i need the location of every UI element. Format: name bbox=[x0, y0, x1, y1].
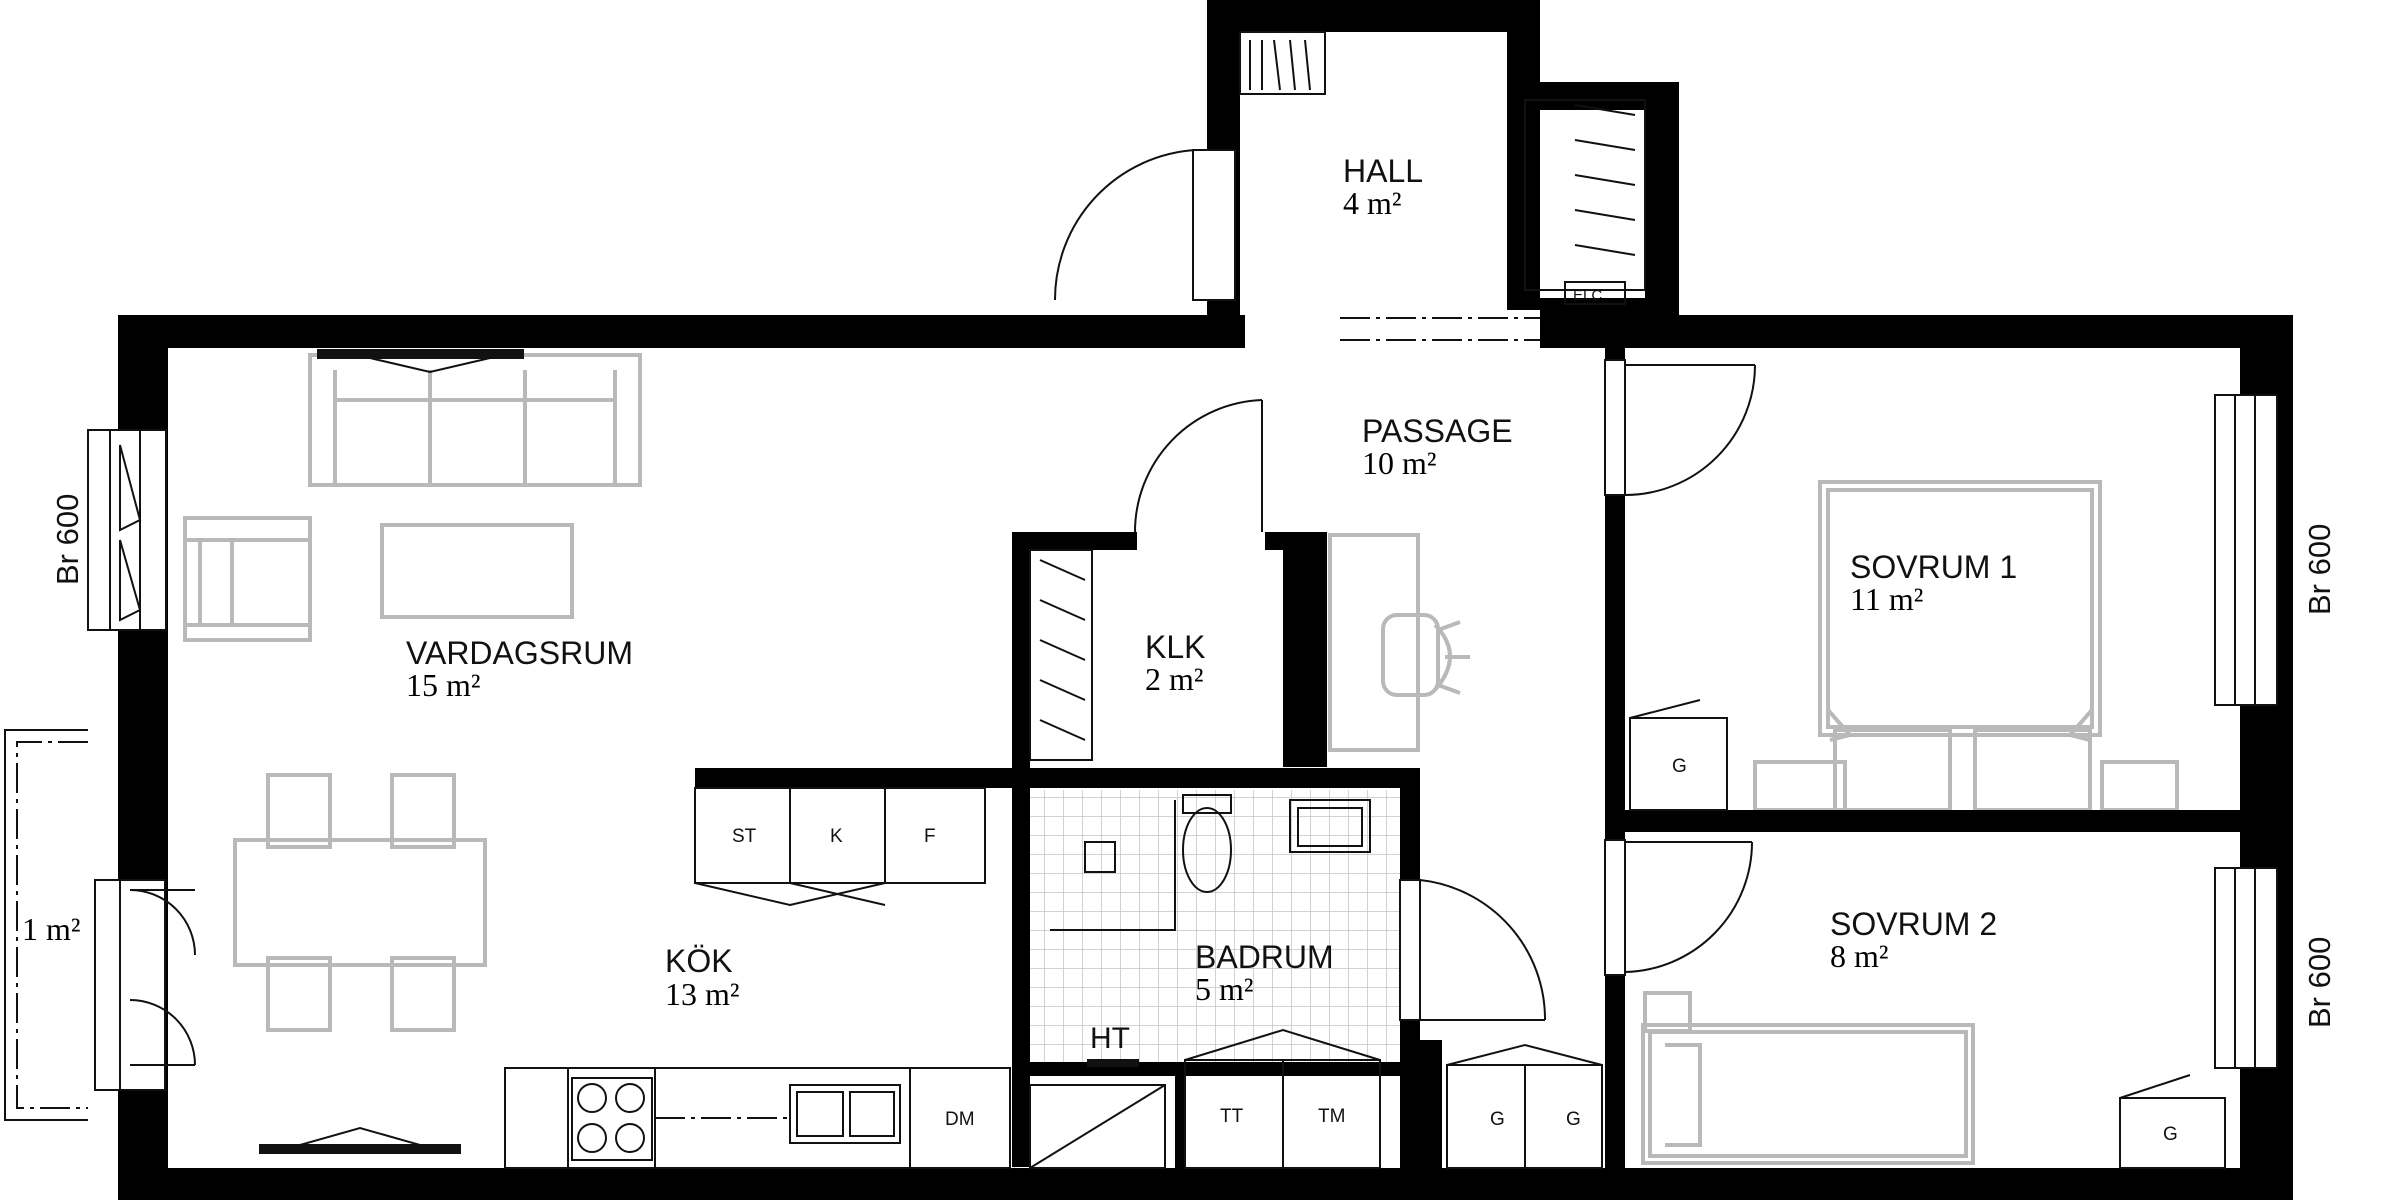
window-left-width: Br 600 bbox=[50, 494, 85, 585]
label-st: ST bbox=[732, 826, 757, 847]
passage-name: PASSAGE bbox=[1362, 413, 1513, 449]
label-g3: G bbox=[1672, 756, 1687, 777]
wardrobe-hall-right bbox=[1524, 99, 1646, 291]
furniture bbox=[183, 353, 2179, 1165]
window-left-1 bbox=[87, 429, 167, 631]
sofa bbox=[308, 353, 642, 487]
vardagsrum-area: 15 m² bbox=[406, 667, 480, 703]
wardrobe-hall-top bbox=[1239, 31, 1326, 95]
shower-drain bbox=[1084, 841, 1116, 873]
hob bbox=[571, 1077, 653, 1161]
wardrobe-klk bbox=[1029, 549, 1093, 761]
hall-area: 4 m² bbox=[1343, 185, 1401, 221]
vardagsrum-name: VARDAGSRUM bbox=[406, 635, 633, 671]
sovrum1-area: 11 m² bbox=[1850, 581, 1923, 617]
label-elc: ELC bbox=[1573, 287, 1602, 304]
balkong bbox=[4, 729, 88, 1121]
closets-g bbox=[1446, 699, 2226, 1169]
tv-lower bbox=[259, 1144, 461, 1154]
label-k: K bbox=[830, 826, 843, 847]
bath-sink bbox=[1289, 799, 1371, 853]
wardrobes bbox=[1029, 31, 1646, 761]
label-f: F bbox=[924, 826, 936, 847]
balkong-area: 1 m² bbox=[22, 911, 80, 947]
label-tt: TT bbox=[1220, 1106, 1244, 1127]
sovrum1-name: SOVRUM 1 bbox=[1850, 549, 2017, 585]
doors bbox=[129, 149, 1756, 1066]
toilet bbox=[1182, 807, 1232, 893]
balcony-door bbox=[94, 879, 166, 1091]
entrance-door-swing bbox=[1053, 149, 1196, 301]
label-ht: HT bbox=[1090, 1022, 1130, 1055]
badrum-name: BADRUM bbox=[1195, 939, 1334, 975]
elc-box bbox=[1564, 281, 1626, 305]
label-g4: G bbox=[2163, 1124, 2178, 1145]
kok-name: KÖK bbox=[665, 943, 733, 979]
tv-upper bbox=[317, 349, 524, 359]
dining-set bbox=[233, 773, 487, 1032]
armchair bbox=[183, 516, 312, 642]
kok-area: 13 m² bbox=[665, 976, 739, 1012]
kitchen bbox=[259, 349, 1011, 1169]
single-bed bbox=[1641, 991, 1975, 1165]
kitchen-upper-row bbox=[694, 787, 986, 884]
klk-name: KLK bbox=[1145, 629, 1205, 665]
sovrum2-area: 8 m² bbox=[1830, 938, 1888, 974]
fixture-labels: ST K F DM TT TM HT G G G G ELC bbox=[732, 287, 2178, 1145]
room-labels: HALL 4 m² PASSAGE 10 m² VARDAGSRUM 15 m²… bbox=[22, 153, 2017, 1012]
label-tm: TM bbox=[1318, 1106, 1345, 1127]
badrum-area: 5 m² bbox=[1195, 971, 1253, 1007]
label-dm: DM bbox=[945, 1109, 975, 1130]
passage-area: 10 m² bbox=[1362, 445, 1436, 481]
sovrum2-name: SOVRUM 2 bbox=[1830, 906, 1997, 942]
label-g2: G bbox=[1566, 1109, 1581, 1130]
window-right-top-width: Br 600 bbox=[2302, 524, 2337, 615]
bathroom bbox=[1029, 794, 1381, 1169]
kitchen-counter bbox=[504, 1067, 1011, 1169]
coffee-table bbox=[380, 523, 574, 619]
badrum-tile-floor bbox=[1022, 790, 1406, 1062]
double-bed bbox=[1753, 480, 2179, 812]
label-g1: G bbox=[1490, 1109, 1505, 1130]
window-right-1 bbox=[2214, 394, 2278, 706]
hall-name: HALL bbox=[1343, 153, 1423, 189]
window-right-bottom-width: Br 600 bbox=[2302, 937, 2337, 1028]
windows bbox=[87, 310, 2278, 1091]
entrance-door-frame bbox=[1192, 149, 1236, 301]
desk bbox=[1328, 533, 1470, 752]
klk-area: 2 m² bbox=[1145, 661, 1203, 697]
window-right-2 bbox=[2214, 867, 2278, 1069]
kitchen-sink bbox=[789, 1084, 901, 1144]
dimension-labels: Br 600 Br 600 Br 600 bbox=[50, 494, 2337, 1028]
